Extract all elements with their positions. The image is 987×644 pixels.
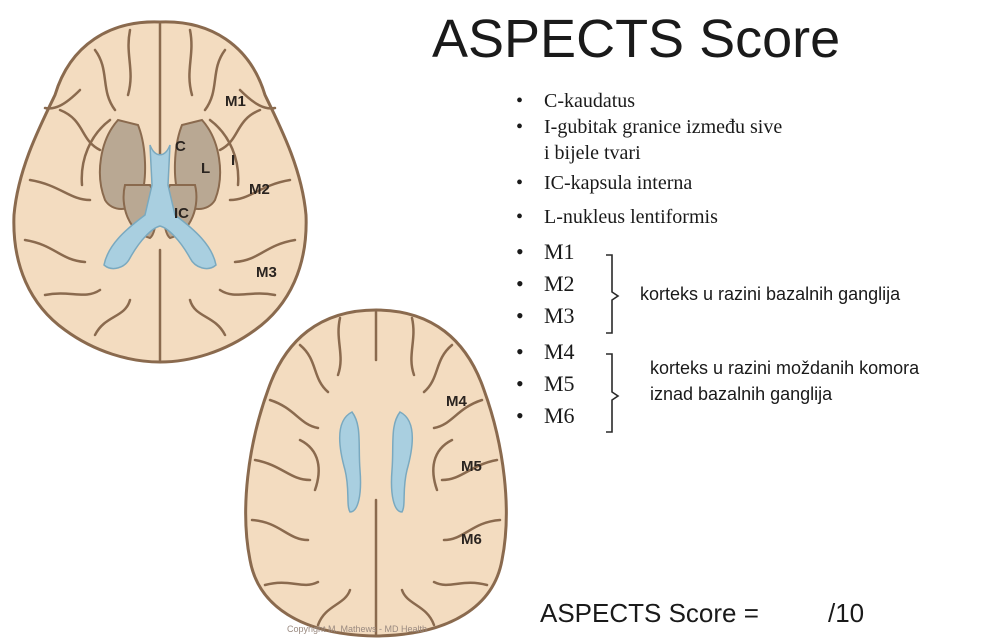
score-label: ASPECTS Score =: [540, 598, 759, 629]
basal-note: korteks u razini bazalnih ganglija: [640, 284, 900, 305]
bullet-item-m1: •M1: [512, 236, 782, 268]
lower-brain-slice: M4 M5 M6 Copyright M. Mathews - MD Healt…: [246, 310, 507, 636]
label-c: C: [175, 138, 186, 155]
label-m5: M5: [461, 458, 482, 475]
upper-note-line2: iznad bazalnih ganglija: [650, 384, 832, 405]
bullet-item: •IC-kapsula interna: [512, 170, 782, 196]
bullet-item: •L-nukleus lentiformis: [512, 204, 782, 230]
label-ic: IC: [174, 205, 189, 222]
bullet-list: •C-kaudatus •I-gubitak granice između si…: [512, 88, 782, 432]
label-l: L: [201, 160, 210, 177]
label-m2: M2: [249, 181, 270, 198]
label-m4: M4: [446, 393, 467, 410]
label-i: I: [231, 152, 235, 169]
bullet-item: •C-kaudatus: [512, 88, 782, 114]
label-m6: M6: [461, 531, 482, 548]
bullet-item-continuation: i bijele tvari: [512, 140, 782, 166]
upper-note-line1: korteks u razini moždanih komora: [650, 358, 919, 379]
upper-brain-slice: M1 C L I M2 IC M3: [14, 22, 306, 362]
page-title: ASPECTS Score: [432, 8, 840, 70]
watermark: Copyright M. Mathews - MD Health: [287, 624, 427, 634]
bullet-item: •I-gubitak granice između sive: [512, 114, 782, 140]
label-m1: M1: [225, 93, 246, 110]
score-total: /10: [828, 598, 864, 629]
label-m3: M3: [256, 264, 277, 281]
